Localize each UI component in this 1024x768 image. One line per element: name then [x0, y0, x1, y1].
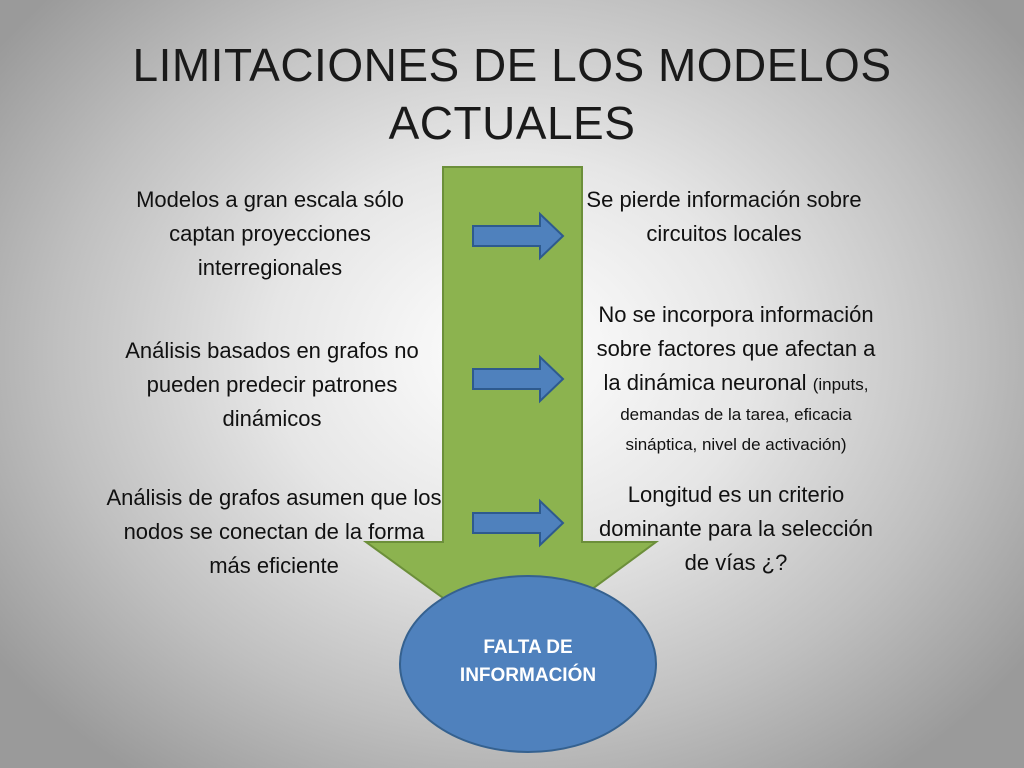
limitation-3-line-1: Análisis de grafos asumen que los	[106, 485, 442, 510]
consequence-3-line-2: dominante para la selección	[599, 516, 873, 541]
limitation-2-text: Análisis basados en grafos no pueden pre…	[72, 334, 472, 436]
consequence-2-text: No se incorpora información sobre factor…	[546, 298, 926, 460]
conclusion-label: FALTA DE INFORMACIÓN	[428, 634, 628, 690]
limitation-3-line-3: más eficiente	[209, 553, 339, 578]
limitation-3-text: Análisis de grafos asumen que los nodos …	[72, 481, 476, 583]
consequence-2-line-3: la dinámica neuronal	[603, 370, 807, 395]
limitation-1-line-2: captan proyecciones	[169, 221, 371, 246]
limitation-1-line-1: Modelos a gran escala sólo	[136, 187, 404, 212]
consequence-2-line-3-wrap: la dinámica neuronal (inputs,	[546, 366, 926, 400]
right-arrow-2	[472, 354, 565, 404]
slide-title-line-2: ACTUALES	[388, 97, 636, 149]
slide-title: LIMITACIONES DE LOS MODELOS ACTUALES	[0, 36, 1024, 152]
consequence-1-line-2: circuitos locales	[646, 221, 802, 246]
conclusion-line-1: FALTA DE	[483, 637, 573, 658]
limitation-2-line-2: pueden predecir patrones	[146, 372, 398, 397]
consequence-3-line-3: de vías ¿?	[684, 550, 788, 575]
conclusion-line-2: INFORMACIÓN	[459, 665, 597, 686]
limitation-1-line-3: interregionales	[197, 255, 343, 280]
consequence-1-line-1: Se pierde información sobre	[586, 187, 862, 212]
consequence-1-text: Se pierde información sobre circuitos lo…	[534, 183, 914, 251]
conclusion-circle	[399, 575, 657, 753]
limitation-3-line-2: nodos se conectan de la forma	[123, 519, 425, 544]
right-arrow-3	[472, 498, 565, 548]
consequence-2-line-1: No se incorpora información	[598, 302, 874, 327]
consequence-3-text: Longitud es un criterio dominante para l…	[546, 478, 926, 580]
limitation-1-text: Modelos a gran escala sólo captan proyec…	[70, 183, 470, 285]
limitation-2-line-3: dinámicos	[222, 406, 322, 431]
consequence-2-detail-1: (inputs,	[812, 375, 869, 394]
consequence-2-detail-2: demandas de la tarea, eficacia	[620, 405, 852, 424]
limitation-2-line-1: Análisis basados en grafos no	[125, 338, 419, 363]
slide-title-line-1: LIMITACIONES DE LOS MODELOS	[132, 39, 892, 91]
right-arrow-1	[472, 211, 565, 261]
consequence-3-line-1: Longitud es un criterio	[627, 482, 845, 507]
consequence-2-detail-3: sináptica, nivel de activación)	[625, 435, 847, 454]
consequence-2-line-2: sobre factores que afectan a	[596, 336, 876, 361]
